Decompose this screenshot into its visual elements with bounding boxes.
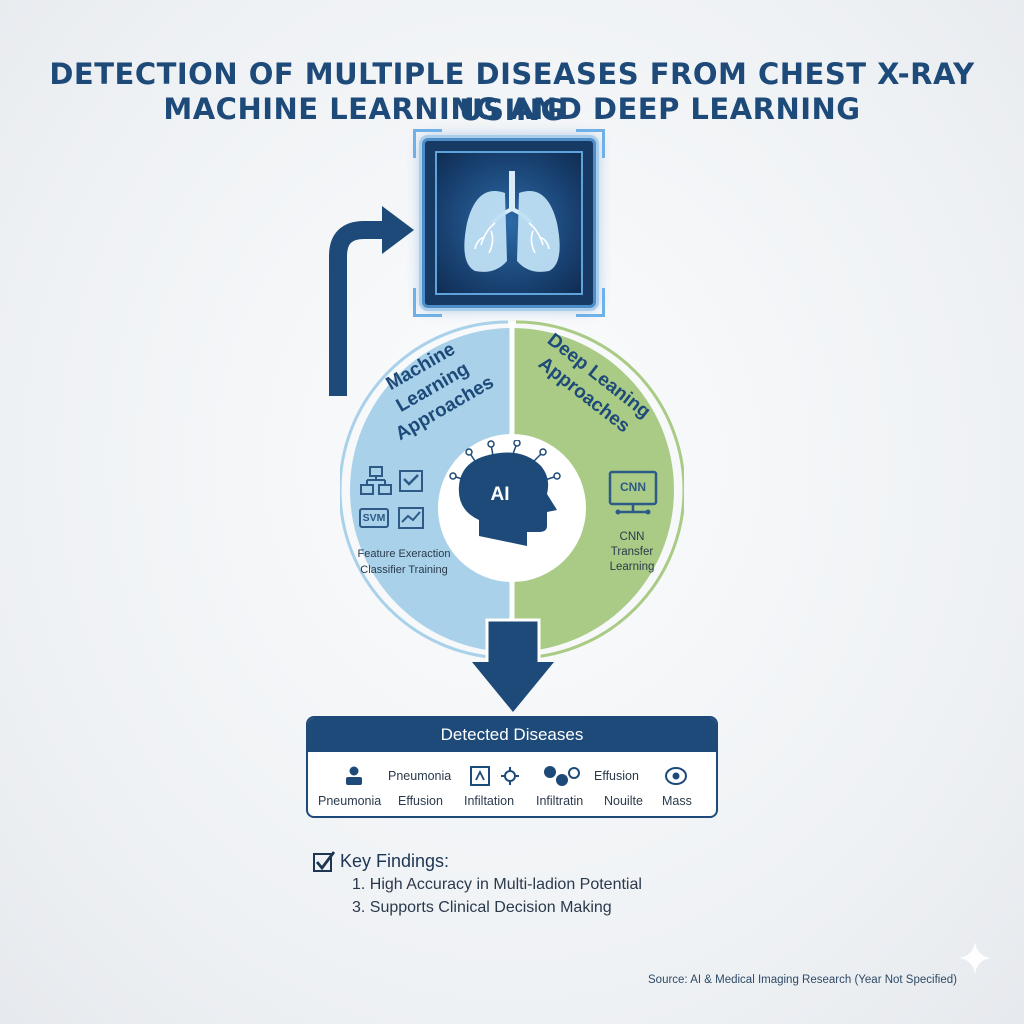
chest-xray-image: [413, 129, 605, 317]
down-arrow: [472, 618, 554, 712]
feature-chart-icon: [398, 507, 424, 529]
dl-caption-line1: CNN: [619, 531, 645, 543]
page-title-line2: MACHINE LEARNING AND DEEP LEARNING: [163, 92, 861, 126]
dl-caption: CNN Transfer Learning: [594, 530, 670, 575]
cells-icon: [544, 766, 580, 786]
source-note: Source: AI & Medical Imaging Research (Y…: [648, 974, 957, 986]
dl-caption-line2: Transfer: [610, 546, 654, 558]
panel-title: Detected Diseases: [308, 718, 716, 752]
finding-item-2: 3. Supports Clinical Decision Making: [352, 899, 612, 916]
detected-diseases-panel: Detected Diseases Pneumonia Effusion Pne…: [306, 716, 718, 818]
cnn-monitor-icon: [608, 470, 658, 515]
sparkle-icon: [959, 942, 991, 974]
scan-icon: [470, 766, 490, 786]
disease-bottom-5: Nouilte: [604, 794, 643, 808]
finding-item-1: 1. High Accuracy in Multi-ladion Potenti…: [352, 876, 642, 893]
key-findings-title: Key Findings:: [340, 851, 450, 871]
svm-icon: SVM: [359, 508, 389, 528]
disease-bottom-4: Infiltratin: [536, 794, 584, 808]
decision-tree-icon: [360, 466, 392, 495]
disease-top-2: Effusion: [594, 769, 639, 783]
page-title-line1: DETECTION OF MULTIPLE DISEASES FROM CHES…: [49, 57, 975, 127]
ml-caption: Feature Exeraction Classifier Training: [348, 546, 460, 578]
disease-bottom-6: Mass: [662, 794, 692, 808]
cnn-icon-label: CNN: [620, 480, 646, 494]
check-chart-icon: [399, 470, 423, 492]
ai-brain-icon: [449, 440, 561, 546]
person-icon: [346, 766, 362, 785]
dl-caption-line3: Learning: [609, 561, 655, 573]
flow-arrow-up-right: [329, 206, 414, 396]
disease-bottom-1: Pneumonia: [318, 794, 382, 808]
disease-top-1: Pneumonia: [388, 769, 452, 783]
ml-caption-line2: Classifier Training: [360, 564, 448, 576]
lungs-icon: [464, 171, 560, 272]
virus-icon: [501, 767, 519, 785]
checkbox-check-icon: [313, 851, 336, 872]
disease-bottom-3: Infiltation: [464, 794, 515, 808]
ai-label: AI: [490, 484, 510, 505]
ml-caption-line1: Feature Exeraction: [357, 548, 451, 560]
disease-bottom-2: Effusion: [398, 794, 443, 808]
mass-icon: [665, 767, 687, 785]
